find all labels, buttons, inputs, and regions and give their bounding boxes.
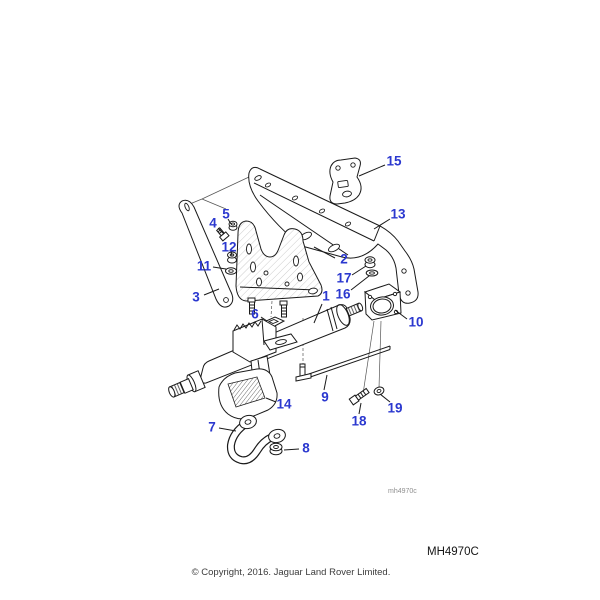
leader-line-5 — [227, 218, 232, 225]
fastener-16-washer — [365, 269, 379, 277]
callout-9: 9 — [321, 389, 329, 405]
fastener-18-bolt — [348, 387, 370, 406]
callout-18: 18 — [351, 413, 367, 429]
leader-line-16 — [350, 275, 370, 291]
fastener-11-washer — [225, 267, 237, 275]
callout-6: 6 — [251, 306, 259, 322]
leader-line-12 — [230, 250, 233, 257]
leader-line-4 — [217, 227, 225, 235]
callout-12: 12 — [221, 239, 237, 255]
leader-line-8 — [283, 448, 300, 451]
leader-line-13 — [373, 218, 391, 230]
leader-line-3 — [203, 288, 220, 296]
leader-line-10 — [394, 309, 408, 320]
callout-17: 17 — [336, 270, 352, 286]
alignment-lines — [179, 176, 382, 395]
fastener-4-bolt — [215, 227, 230, 242]
callout-1: 1 — [322, 288, 330, 304]
callout-2: 2 — [340, 251, 348, 267]
leader-lines — [203, 164, 408, 451]
part-10-clamp-bracket — [363, 283, 402, 321]
watermark-text: mh4970c — [388, 488, 417, 495]
leader-line-15 — [358, 164, 386, 177]
part-15-bracket — [329, 157, 362, 205]
leader-line-7 — [218, 427, 237, 432]
leader-line-1 — [313, 303, 323, 324]
part-1-steering-column — [168, 302, 364, 401]
callout-14: 14 — [276, 396, 292, 412]
callout-16: 16 — [335, 286, 351, 302]
leader-line-17 — [351, 265, 367, 276]
leader-line-14 — [265, 397, 277, 403]
fastener-5-nut — [228, 220, 238, 231]
part-9-rod — [295, 345, 391, 382]
part-2-mounting-bracket — [235, 220, 323, 318]
part-14-pad — [218, 368, 278, 420]
part-13-support-beam — [248, 166, 419, 304]
callout-10: 10 — [408, 314, 424, 330]
callout-5: 5 — [222, 206, 230, 222]
leader-line-18 — [358, 402, 362, 415]
callout-3: 3 — [192, 289, 200, 305]
leader-line-11 — [212, 266, 227, 270]
leader-line-2 — [313, 246, 336, 259]
callout-4: 4 — [209, 215, 217, 231]
callout-11: 11 — [196, 258, 212, 274]
callout-15: 15 — [386, 153, 402, 169]
part-3-stay-rod — [178, 199, 234, 308]
leader-line-6 — [260, 316, 268, 322]
callout-7: 7 — [208, 419, 216, 435]
part-8-nut — [269, 442, 283, 456]
part-7-strap-bracket — [226, 414, 286, 465]
callout-13: 13 — [390, 206, 406, 222]
part-code-label: MH4970C — [427, 546, 479, 558]
fastener-17-nut — [364, 256, 376, 269]
leader-line-9 — [323, 374, 328, 391]
callout-8: 8 — [302, 440, 310, 456]
callout-19: 19 — [387, 400, 403, 416]
leader-line-19 — [379, 393, 391, 403]
copyright-text: © Copyright, 2016. Jaguar Land Rover Lim… — [191, 567, 391, 578]
